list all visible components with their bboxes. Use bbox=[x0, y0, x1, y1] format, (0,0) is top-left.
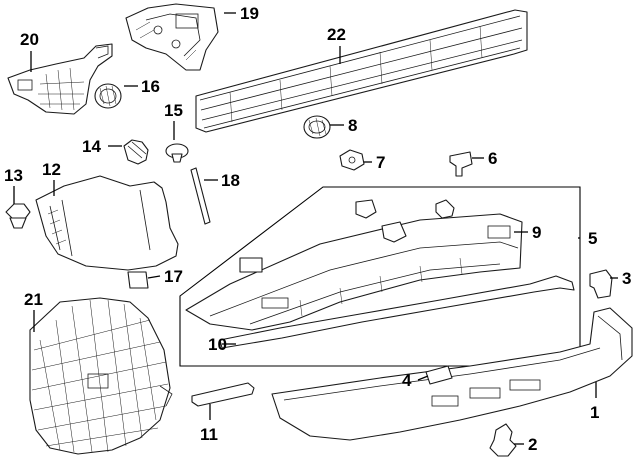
callout-20: 20 bbox=[20, 30, 39, 49]
box-fastener-bracket[interactable] bbox=[239, 257, 263, 273]
box-fastener-clip-b[interactable] bbox=[381, 221, 407, 243]
callout-5: 5 bbox=[588, 229, 597, 248]
callout-16: 16 bbox=[141, 77, 160, 96]
callout-8: 8 bbox=[348, 116, 357, 135]
callout-21: 21 bbox=[24, 290, 43, 309]
part-14-bolt[interactable] bbox=[123, 139, 149, 165]
callout-6: 6 bbox=[488, 149, 497, 168]
part-12-side-cover[interactable] bbox=[35, 175, 179, 271]
part-21-splash-shield[interactable] bbox=[29, 297, 173, 455]
callout-18: 18 bbox=[221, 171, 240, 190]
part-15-push-pin[interactable] bbox=[165, 143, 189, 163]
part-2-fastener[interactable] bbox=[489, 423, 517, 457]
part-20-side-bracket[interactable] bbox=[7, 43, 113, 115]
part-13-push-clip[interactable] bbox=[5, 203, 31, 229]
part-4-reflector-cap[interactable] bbox=[425, 365, 453, 385]
callout-9: 9 bbox=[532, 223, 541, 242]
callout-10: 10 bbox=[208, 335, 227, 354]
part-11-reflector[interactable] bbox=[191, 382, 255, 407]
part-7-nut[interactable] bbox=[339, 149, 365, 171]
part-9-fascia[interactable] bbox=[185, 213, 523, 331]
part-1-lower-valance[interactable] bbox=[271, 307, 633, 441]
box-fastener-bolt[interactable] bbox=[435, 199, 455, 219]
callout-13: 13 bbox=[4, 166, 23, 185]
callout-7: 7 bbox=[376, 153, 385, 172]
part-3-bracket-clip[interactable] bbox=[589, 269, 613, 299]
part-8-grommet[interactable] bbox=[303, 115, 331, 139]
part-10-trim-molding[interactable] bbox=[219, 275, 575, 349]
part-6-retainer[interactable] bbox=[449, 151, 473, 177]
part-18-trim-strip[interactable] bbox=[190, 167, 211, 225]
part-22-reinforcement-beam[interactable] bbox=[195, 9, 528, 133]
part-19-upper-bracket[interactable] bbox=[125, 3, 219, 71]
callout-17: 17 bbox=[164, 267, 183, 286]
callout-2: 2 bbox=[528, 435, 537, 454]
callout-11: 11 bbox=[200, 425, 218, 444]
group-box-part-5 bbox=[179, 186, 581, 367]
callout-15: 15 bbox=[164, 101, 183, 120]
part-17-clip[interactable] bbox=[127, 271, 149, 289]
callout-12: 12 bbox=[42, 160, 61, 179]
callout-1: 1 bbox=[590, 403, 599, 422]
callout-19: 19 bbox=[240, 4, 259, 23]
callout-4: 4 bbox=[402, 371, 412, 390]
leader-lines bbox=[13, 12, 618, 445]
callout-14: 14 bbox=[82, 137, 101, 156]
callout-3: 3 bbox=[622, 269, 631, 288]
part-16-grommet[interactable] bbox=[94, 83, 122, 109]
box-fastener-clip-a[interactable] bbox=[355, 199, 377, 219]
callout-22: 22 bbox=[327, 25, 346, 44]
